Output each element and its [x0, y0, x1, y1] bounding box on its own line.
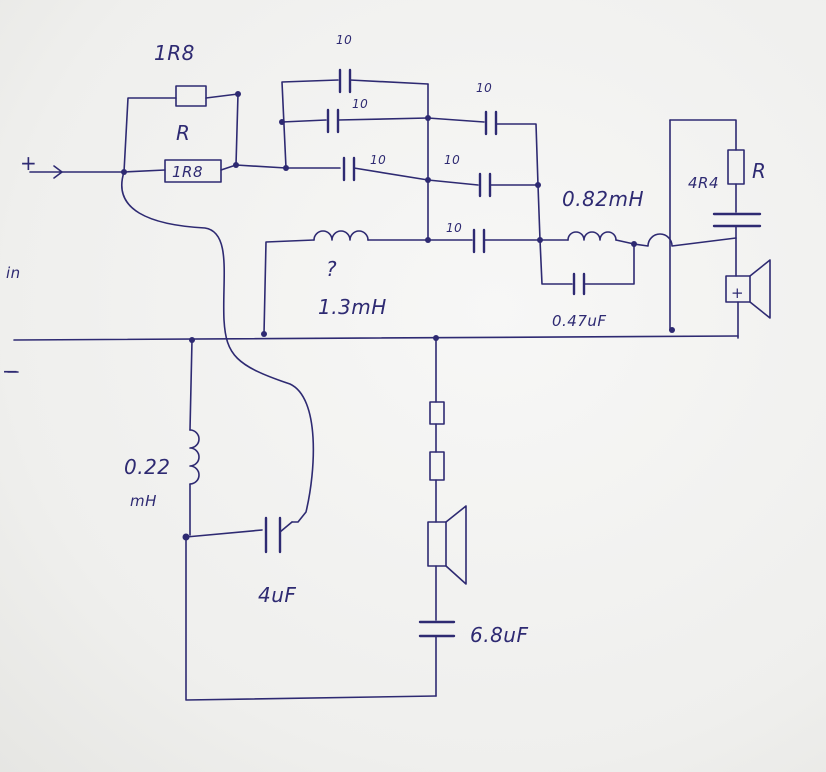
- woofer-return-wire: [185, 536, 437, 701]
- inductor-0-22mh-value: 0.22: [124, 455, 171, 479]
- cap-top-label: 10: [336, 33, 352, 47]
- resistor-top-label: 1R8: [154, 41, 195, 65]
- resistor-mid-label: 1R8: [172, 163, 203, 181]
- capacitor-6-8uf: [418, 620, 456, 697]
- inductor-1-3mh: [263, 230, 429, 335]
- capacitor-bank-left: [279, 68, 429, 241]
- capacitor-0-47uf-label: 0.47uF: [552, 312, 607, 330]
- input-wire: [29, 165, 125, 179]
- cap-right-low-label: 10: [446, 221, 462, 235]
- inductor-1-3mh-label: 1.3mH: [318, 295, 387, 319]
- cap-row3-label: 10: [370, 153, 386, 167]
- resistor-mid-1r8: [123, 159, 287, 183]
- capacitor-4uf: [185, 516, 293, 554]
- tweeter-speaker-icon: [725, 259, 771, 339]
- capacitor-bank-right: [427, 110, 541, 254]
- resistor-tweeter-label: 4R4: [688, 174, 719, 192]
- resistor-top-1r8: [123, 85, 241, 173]
- resistor-tweeter-mark: R: [752, 159, 766, 183]
- capacitor-4uf-label: 4uF: [258, 583, 296, 607]
- tweeter-network: [669, 119, 762, 331]
- cap-row2-label: 10: [352, 97, 368, 111]
- input-plus-label: +: [20, 151, 37, 175]
- tweeter-polarity-label: +: [731, 284, 744, 302]
- inductor-0-22mh: [189, 339, 200, 536]
- resistor-mid-mark: R: [176, 121, 190, 145]
- inductor-1-3mh-question: ?: [326, 257, 337, 281]
- woofer-speaker-icon: [427, 505, 467, 621]
- woofer-feed-wire: [121, 171, 315, 523]
- node-tweeter-ground: [669, 327, 675, 333]
- ground-rail: [13, 335, 739, 341]
- woofer-series-stack: [429, 337, 445, 523]
- input-label: in: [6, 264, 21, 282]
- node-mid-coil-ground: [261, 331, 267, 337]
- input-minus-label: −: [2, 359, 19, 383]
- capacitor-6-8uf-label: 6.8uF: [470, 623, 529, 647]
- inductor-0-82mh-label: 0.82mH: [562, 187, 644, 211]
- cap-right-top-label: 10: [476, 81, 492, 95]
- wire-crossing-hop: [633, 233, 737, 247]
- inductor-0-22mh-unit: mH: [130, 492, 157, 510]
- inductor-0-82mh: [539, 231, 637, 247]
- capacitor-0-47uf: [539, 239, 635, 296]
- cap-right-mid-label: 10: [444, 153, 460, 167]
